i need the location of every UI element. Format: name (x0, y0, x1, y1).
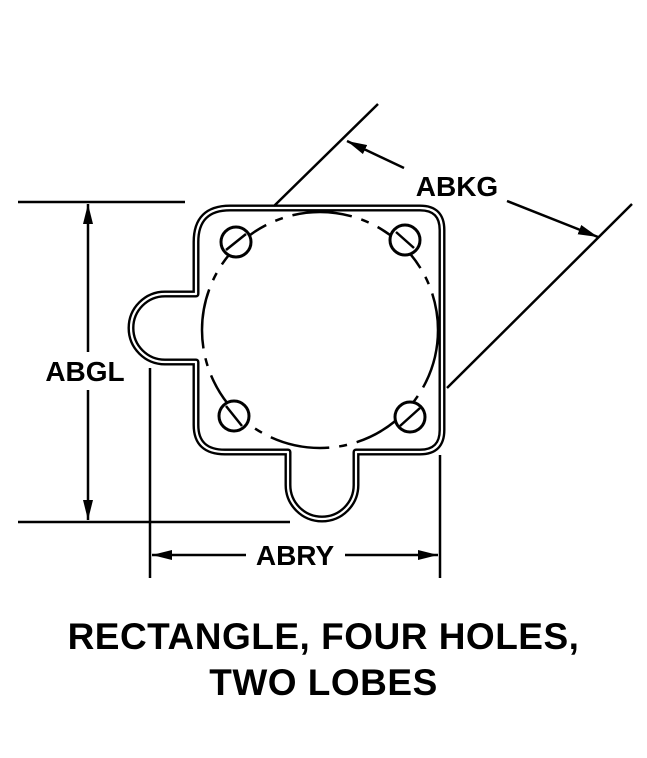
inner-dashed-circle (200, 210, 440, 450)
width-label: ABRY (256, 540, 335, 571)
width-dimension (148, 368, 442, 578)
diagonal-label: ABKG (416, 171, 498, 202)
hole-top-left (219, 225, 253, 259)
caption-line-1: RECTANGLE, FOUR HOLES, (67, 616, 580, 657)
hole-top-right (388, 223, 422, 257)
height-dimension (18, 200, 290, 524)
part-outline (127, 204, 446, 523)
diagonal-extension-lower (446, 203, 633, 389)
height-label: ABGL (45, 356, 124, 387)
hole-bottom-right (393, 400, 427, 434)
diagonal-dimension (273, 103, 633, 389)
diagonal-arrow-upper (346, 139, 405, 170)
hole-bottom-left (217, 399, 251, 433)
diagonal-extension-upper (273, 103, 379, 207)
caption-line-2: TWO LOBES (209, 662, 438, 703)
diagonal-arrow-lower (506, 199, 599, 239)
